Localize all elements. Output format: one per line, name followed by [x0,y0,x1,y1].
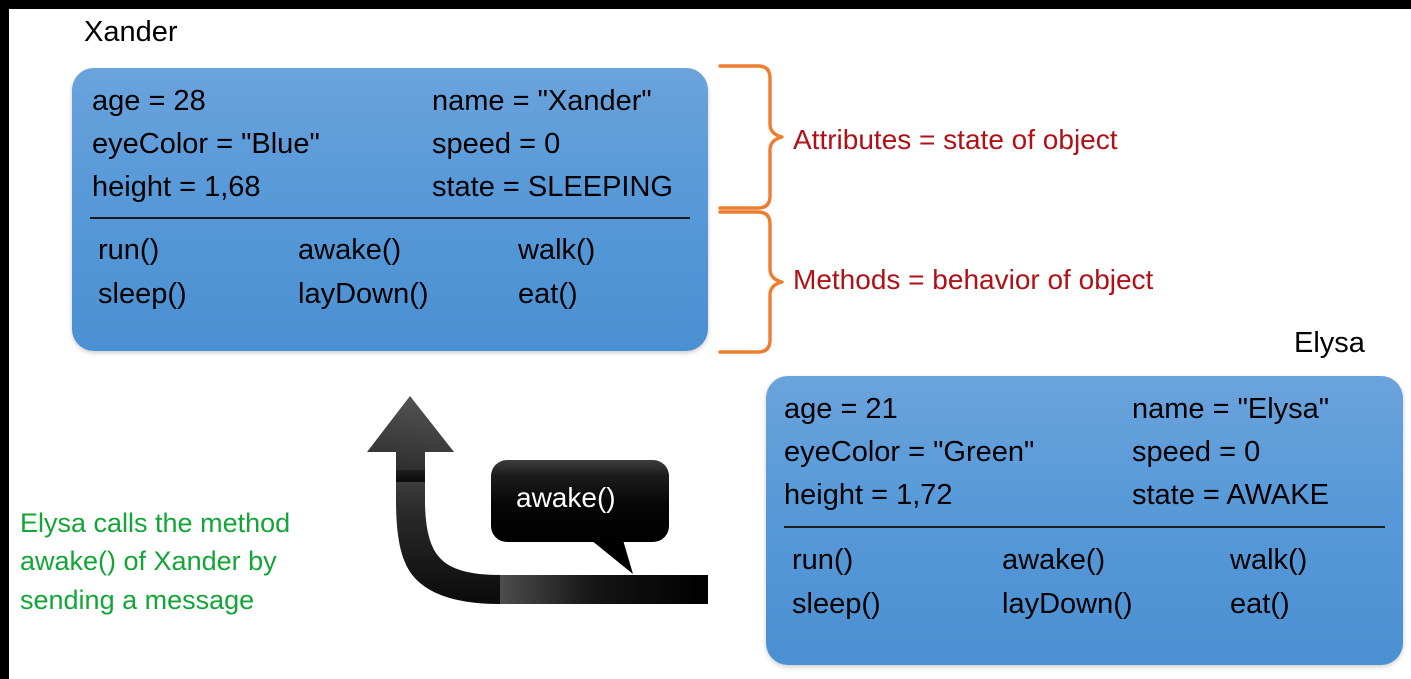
attribute-cell: state = SLEEPING [432,170,673,203]
attribute-cell: age = 28 [92,85,206,117]
attribute-cell: height = 1,72 [784,478,953,511]
method-cell: run() [792,544,854,576]
attribute-cell: name = "Elysa" [1132,393,1330,425]
method-cell: layDown() [1002,588,1133,621]
method-cell: eat() [1230,588,1290,621]
annotation-methods: Methods = behavior of object [793,264,1154,295]
method-cell: layDown() [298,278,429,311]
object-label-elysa: Elysa [1294,327,1365,359]
caption-line: Elysa calls the method [20,508,291,538]
method-cell: run() [98,234,160,266]
brace-methods-icon [718,210,784,354]
section-divider-xander [90,217,690,219]
explanation-caption: Elysa calls the method awake() of Xander… [20,504,380,619]
caption-line: awake() of Xander by [20,546,277,577]
methods-section-elysa: run() awake() walk() sleep() layDown() e… [792,538,1389,626]
attribute-cell: speed = 0 [1132,435,1261,468]
method-cell: awake() [1002,544,1106,576]
method-cell: walk() [518,234,596,266]
attribute-cell: state = AWAKE [1132,478,1329,511]
top-border-bar [0,0,1411,9]
object-box-elysa: age = 21 name = "Elysa" eyeColor = "Gree… [766,376,1403,665]
method-cell: walk() [1230,544,1308,576]
attributes-section-elysa: age = 21 name = "Elysa" eyeColor = "Gree… [766,388,1403,517]
message-bubble-icon [491,460,669,574]
attribute-cell: eyeColor = "Green" [784,435,1035,468]
attribute-cell: height = 1,68 [92,170,261,203]
method-cell: sleep() [792,588,881,621]
annotation-attributes: Attributes = state of object [793,124,1118,155]
brace-attributes-icon [718,64,784,210]
object-label-xander: Xander [84,16,178,48]
attribute-cell: age = 21 [784,393,898,425]
method-cell: sleep() [98,278,187,311]
attribute-cell: eyeColor = "Blue" [92,127,320,160]
methods-section-xander: run() awake() walk() sleep() layDown() e… [98,228,694,316]
object-box-xander: age = 28 name = "Xander" eyeColor = "Blu… [72,68,708,351]
caption-line: sending a message [20,584,255,615]
left-border-bar [0,0,9,679]
attributes-section-xander: age = 28 name = "Xander" eyeColor = "Blu… [72,80,708,209]
attribute-cell: speed = 0 [432,127,561,160]
message-bubble-label: awake() [516,482,616,513]
attribute-cell: name = "Xander" [432,85,652,117]
method-cell: eat() [518,278,578,311]
method-cell: awake() [298,234,402,266]
section-divider-elysa [784,526,1385,528]
